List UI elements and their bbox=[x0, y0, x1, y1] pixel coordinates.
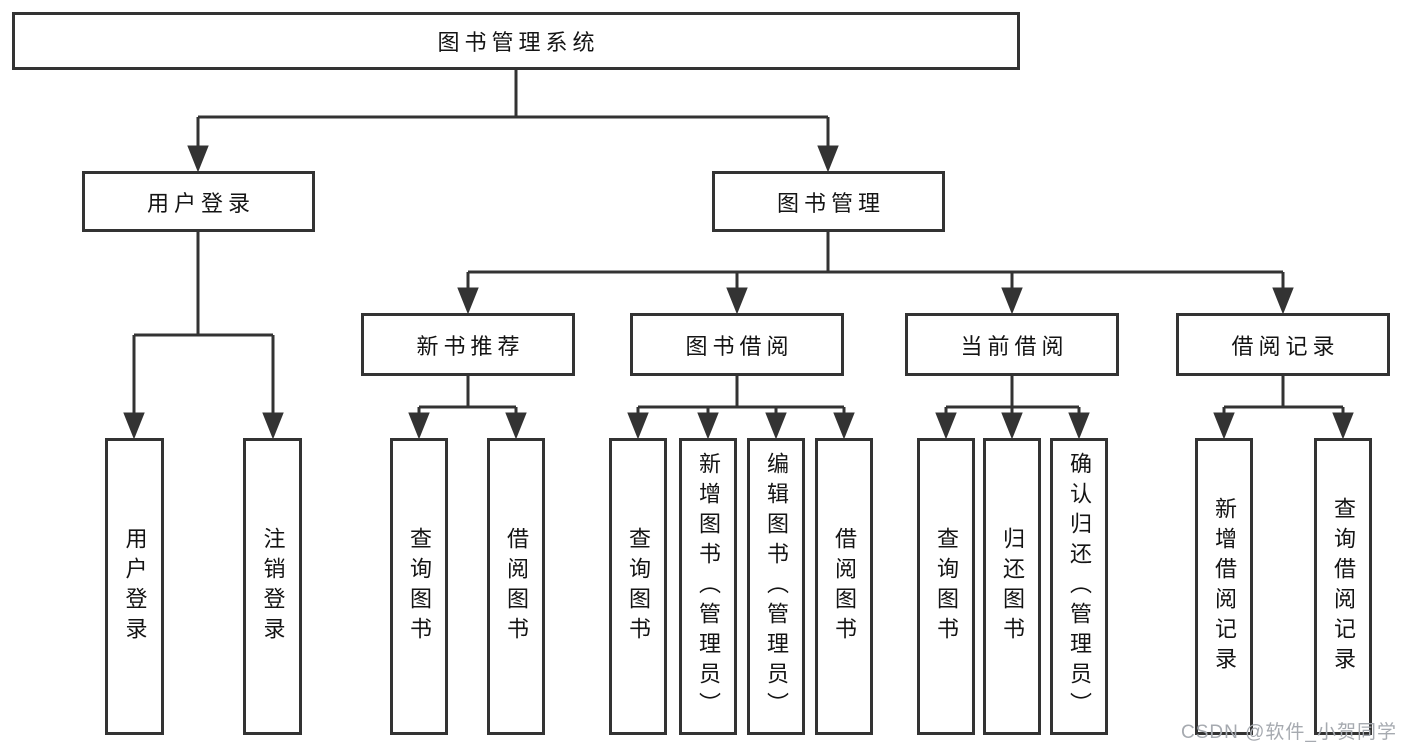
arrowhead bbox=[408, 412, 430, 440]
leaf-label: 借阅图书 bbox=[504, 526, 529, 647]
leaf-query-books-recommend: 查询图书 bbox=[390, 438, 448, 735]
arrowhead bbox=[765, 412, 787, 440]
arrowhead bbox=[1001, 412, 1023, 440]
arrowhead bbox=[1213, 412, 1235, 440]
leaf-label: 新增借阅记录 bbox=[1212, 496, 1237, 677]
arrowhead bbox=[1332, 412, 1354, 440]
arrowhead bbox=[187, 145, 209, 173]
node-new-book-recommend: 新书推荐 bbox=[361, 313, 575, 376]
leaf-label: 查询借阅记录 bbox=[1331, 496, 1356, 677]
arrowhead bbox=[123, 412, 145, 440]
leaf-user-login: 用户登录 bbox=[105, 438, 164, 735]
leaf-add-borrow-record: 新增借阅记录 bbox=[1195, 438, 1253, 735]
arrowhead bbox=[697, 412, 719, 440]
arrowhead bbox=[935, 412, 957, 440]
leaf-borrow-books: 借阅图书 bbox=[815, 438, 873, 735]
leaf-return-books: 归还图书 bbox=[983, 438, 1041, 735]
leaf-query-books-current: 查询图书 bbox=[917, 438, 975, 735]
leaf-label: 查询图书 bbox=[626, 526, 651, 647]
node-borrow-records: 借阅记录 bbox=[1176, 313, 1390, 376]
arrowhead bbox=[262, 412, 284, 440]
leaf-label: 查询图书 bbox=[407, 526, 432, 647]
leaf-label: 注销登录 bbox=[260, 526, 286, 647]
node-book-borrow: 图书借阅 bbox=[630, 313, 844, 376]
leaf-query-borrow-record: 查询借阅记录 bbox=[1314, 438, 1372, 735]
node-root-system: 图书管理系统 bbox=[12, 12, 1020, 70]
leaf-label: 新增图书（管理员） bbox=[696, 451, 721, 722]
csdn-watermark: CSDN @软件_小贺同学 bbox=[1181, 722, 1397, 743]
leaf-logout: 注销登录 bbox=[243, 438, 302, 735]
node-current-borrow: 当前借阅 bbox=[905, 313, 1119, 376]
leaf-add-books-admin: 新增图书（管理员） bbox=[679, 438, 737, 735]
tree-connector-path bbox=[132, 70, 1345, 417]
leaf-label: 确认归还（管理员） bbox=[1067, 451, 1092, 722]
leaf-label: 用户登录 bbox=[122, 526, 148, 647]
leaf-edit-books-admin: 编辑图书（管理员） bbox=[747, 438, 805, 735]
arrowhead bbox=[817, 145, 839, 173]
arrowhead bbox=[505, 412, 527, 440]
arrowhead bbox=[1068, 412, 1090, 440]
arrowhead bbox=[726, 287, 748, 315]
leaf-label: 归还图书 bbox=[1000, 526, 1025, 647]
leaf-borrow-books-recommend: 借阅图书 bbox=[487, 438, 545, 735]
arrowhead bbox=[1001, 287, 1023, 315]
arrowhead bbox=[1272, 287, 1294, 315]
arrowhead bbox=[457, 287, 479, 315]
leaf-label: 编辑图书（管理员） bbox=[764, 451, 789, 722]
node-book-management: 图书管理 bbox=[712, 171, 945, 232]
leaf-query-books-borrow: 查询图书 bbox=[609, 438, 667, 735]
leaf-confirm-return-admin: 确认归还（管理员） bbox=[1050, 438, 1108, 735]
arrowhead bbox=[833, 412, 855, 440]
arrowhead bbox=[627, 412, 649, 440]
leaf-label: 查询图书 bbox=[934, 526, 959, 647]
node-user-login: 用户登录 bbox=[82, 171, 315, 232]
leaf-label: 借阅图书 bbox=[832, 526, 857, 647]
